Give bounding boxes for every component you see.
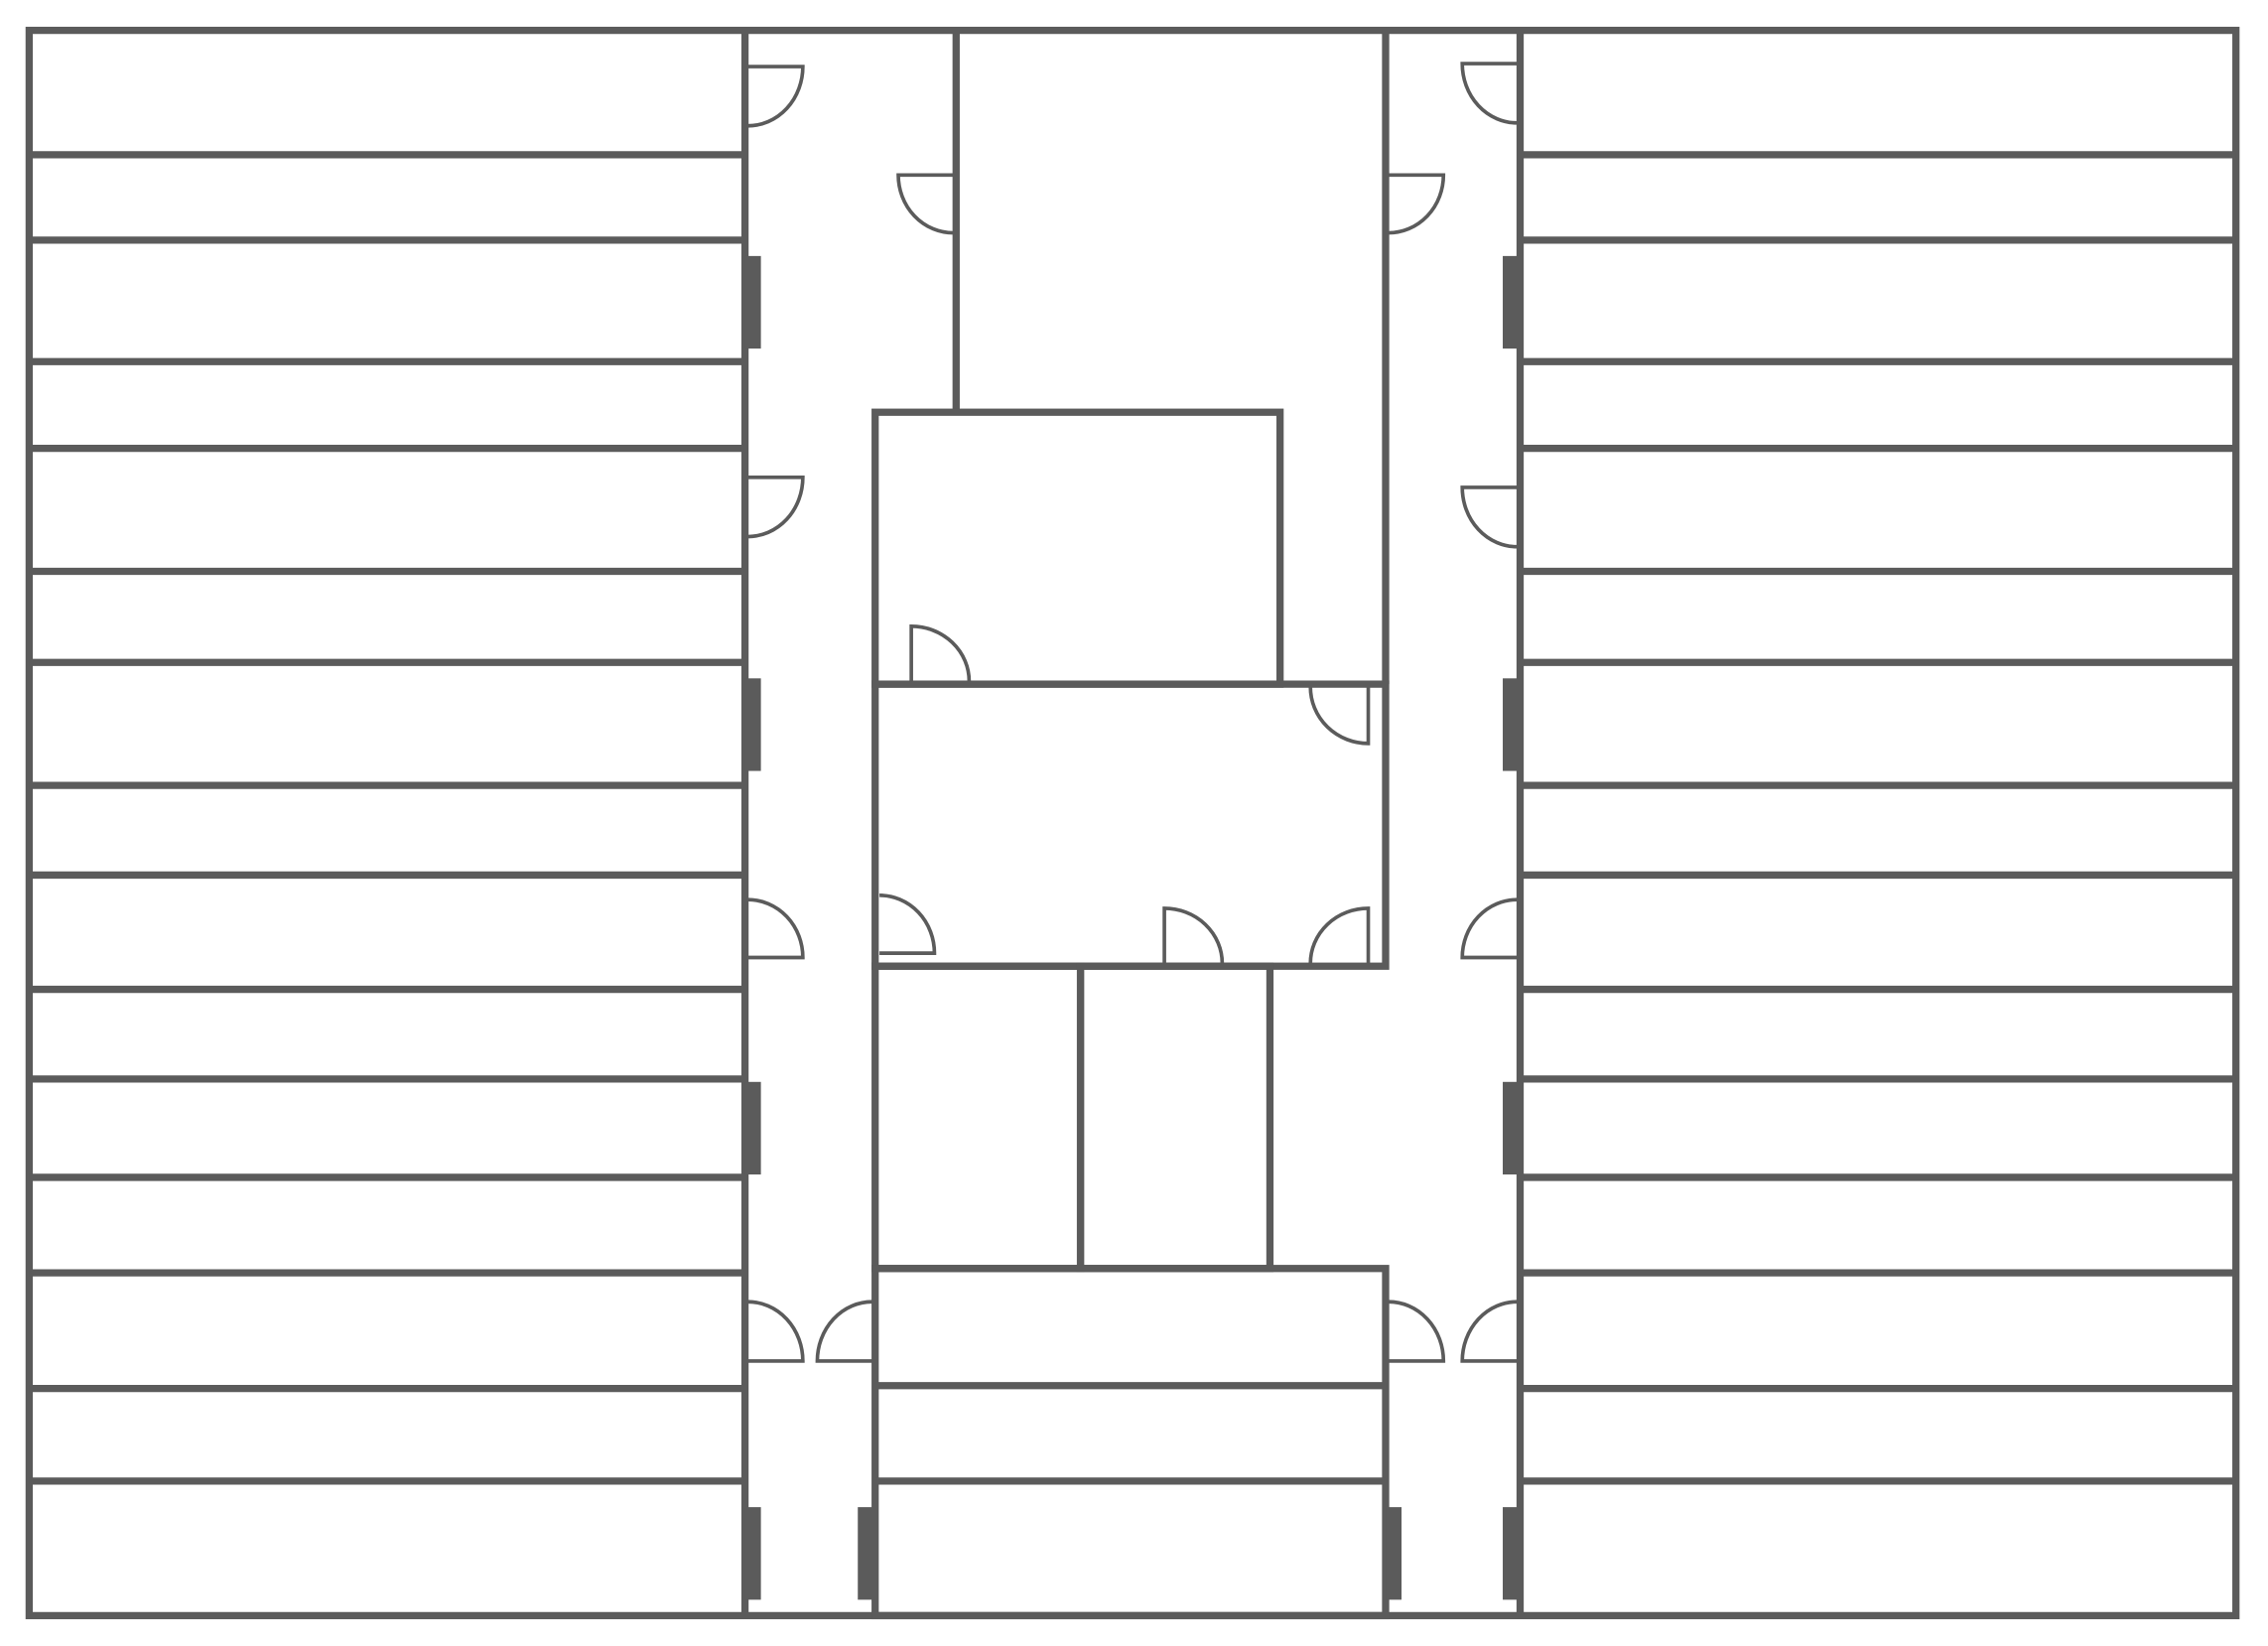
door-swing-icon (896, 173, 954, 235)
wall-block (744, 678, 761, 771)
walls (25, 26, 2240, 1620)
center-room (871, 408, 1284, 688)
door-swing-icon (1460, 1300, 1518, 1363)
door-swing-icon (1162, 906, 1225, 964)
center-room (1076, 962, 1274, 1273)
wall-block (1503, 1507, 1521, 1600)
wall-block (1503, 1081, 1521, 1175)
doors (747, 62, 1518, 1363)
door-swing-icon (879, 893, 937, 955)
door-swing-icon (1388, 173, 1446, 235)
wall-block (1503, 678, 1521, 771)
wall-block (744, 1507, 761, 1600)
wall-block (858, 1507, 875, 1600)
door-swing-icon (1460, 485, 1518, 549)
door-swing-icon (1460, 62, 1518, 125)
wall-block (744, 1081, 761, 1175)
door-swing-icon (747, 65, 805, 128)
door-swing-icon (1388, 1300, 1446, 1363)
door-swing-icon (1460, 897, 1518, 960)
wall-blocks (744, 255, 1521, 1600)
center-bottom-block (871, 1265, 1390, 1620)
door-swing-icon (1308, 687, 1371, 746)
door-swing-icon (909, 624, 972, 682)
center-room (871, 962, 1085, 1273)
door-swing-icon (747, 475, 805, 539)
door-swing-icon (1308, 906, 1371, 964)
wall-block (1503, 255, 1521, 349)
wall-block (1386, 1507, 1402, 1600)
door-swing-icon (747, 897, 805, 960)
wall-block (744, 255, 761, 349)
center-room (871, 680, 1390, 970)
door-swing-icon (747, 1300, 805, 1363)
door-swing-icon (815, 1300, 872, 1363)
outer-wall (25, 26, 2240, 1620)
